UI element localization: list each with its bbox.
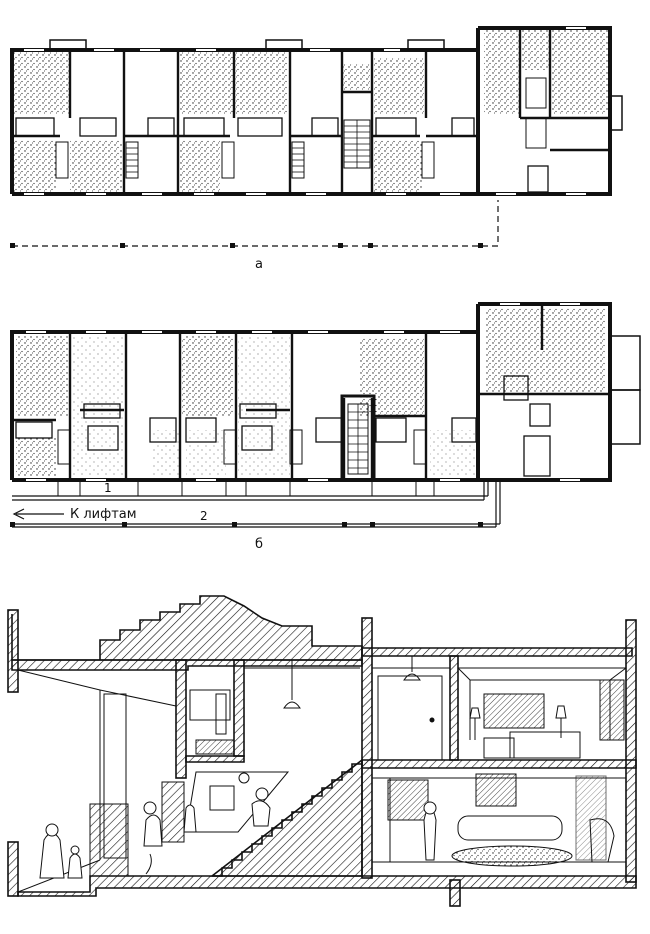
plan-a-caption: а xyxy=(255,257,263,272)
upper-living-room xyxy=(377,675,625,761)
plan-a-stippled-rooms xyxy=(14,30,608,192)
floor-plan-b: К лифтам 1 2 б xyxy=(10,302,641,552)
to-elevators-arrow xyxy=(12,508,64,520)
plan-a-gallery-line xyxy=(10,200,499,248)
ground-hall-figures xyxy=(39,771,290,879)
plan-b-caption: б xyxy=(255,537,263,552)
plan-a-walls xyxy=(10,26,623,196)
plan-b-stippled-rooms xyxy=(16,308,606,476)
plan-b-walls xyxy=(10,302,641,482)
callout-1: 1 xyxy=(104,481,112,495)
building-section-perspective xyxy=(7,595,637,907)
section-structure xyxy=(7,595,637,907)
plan-b-access-galleries xyxy=(10,480,501,528)
lower-living-room xyxy=(387,773,615,867)
to-elevators-label: К лифтам xyxy=(70,507,137,522)
callout-2: 2 xyxy=(200,509,208,523)
floor-plan-a: а xyxy=(10,26,623,272)
upper-kitchen-room xyxy=(189,689,235,755)
